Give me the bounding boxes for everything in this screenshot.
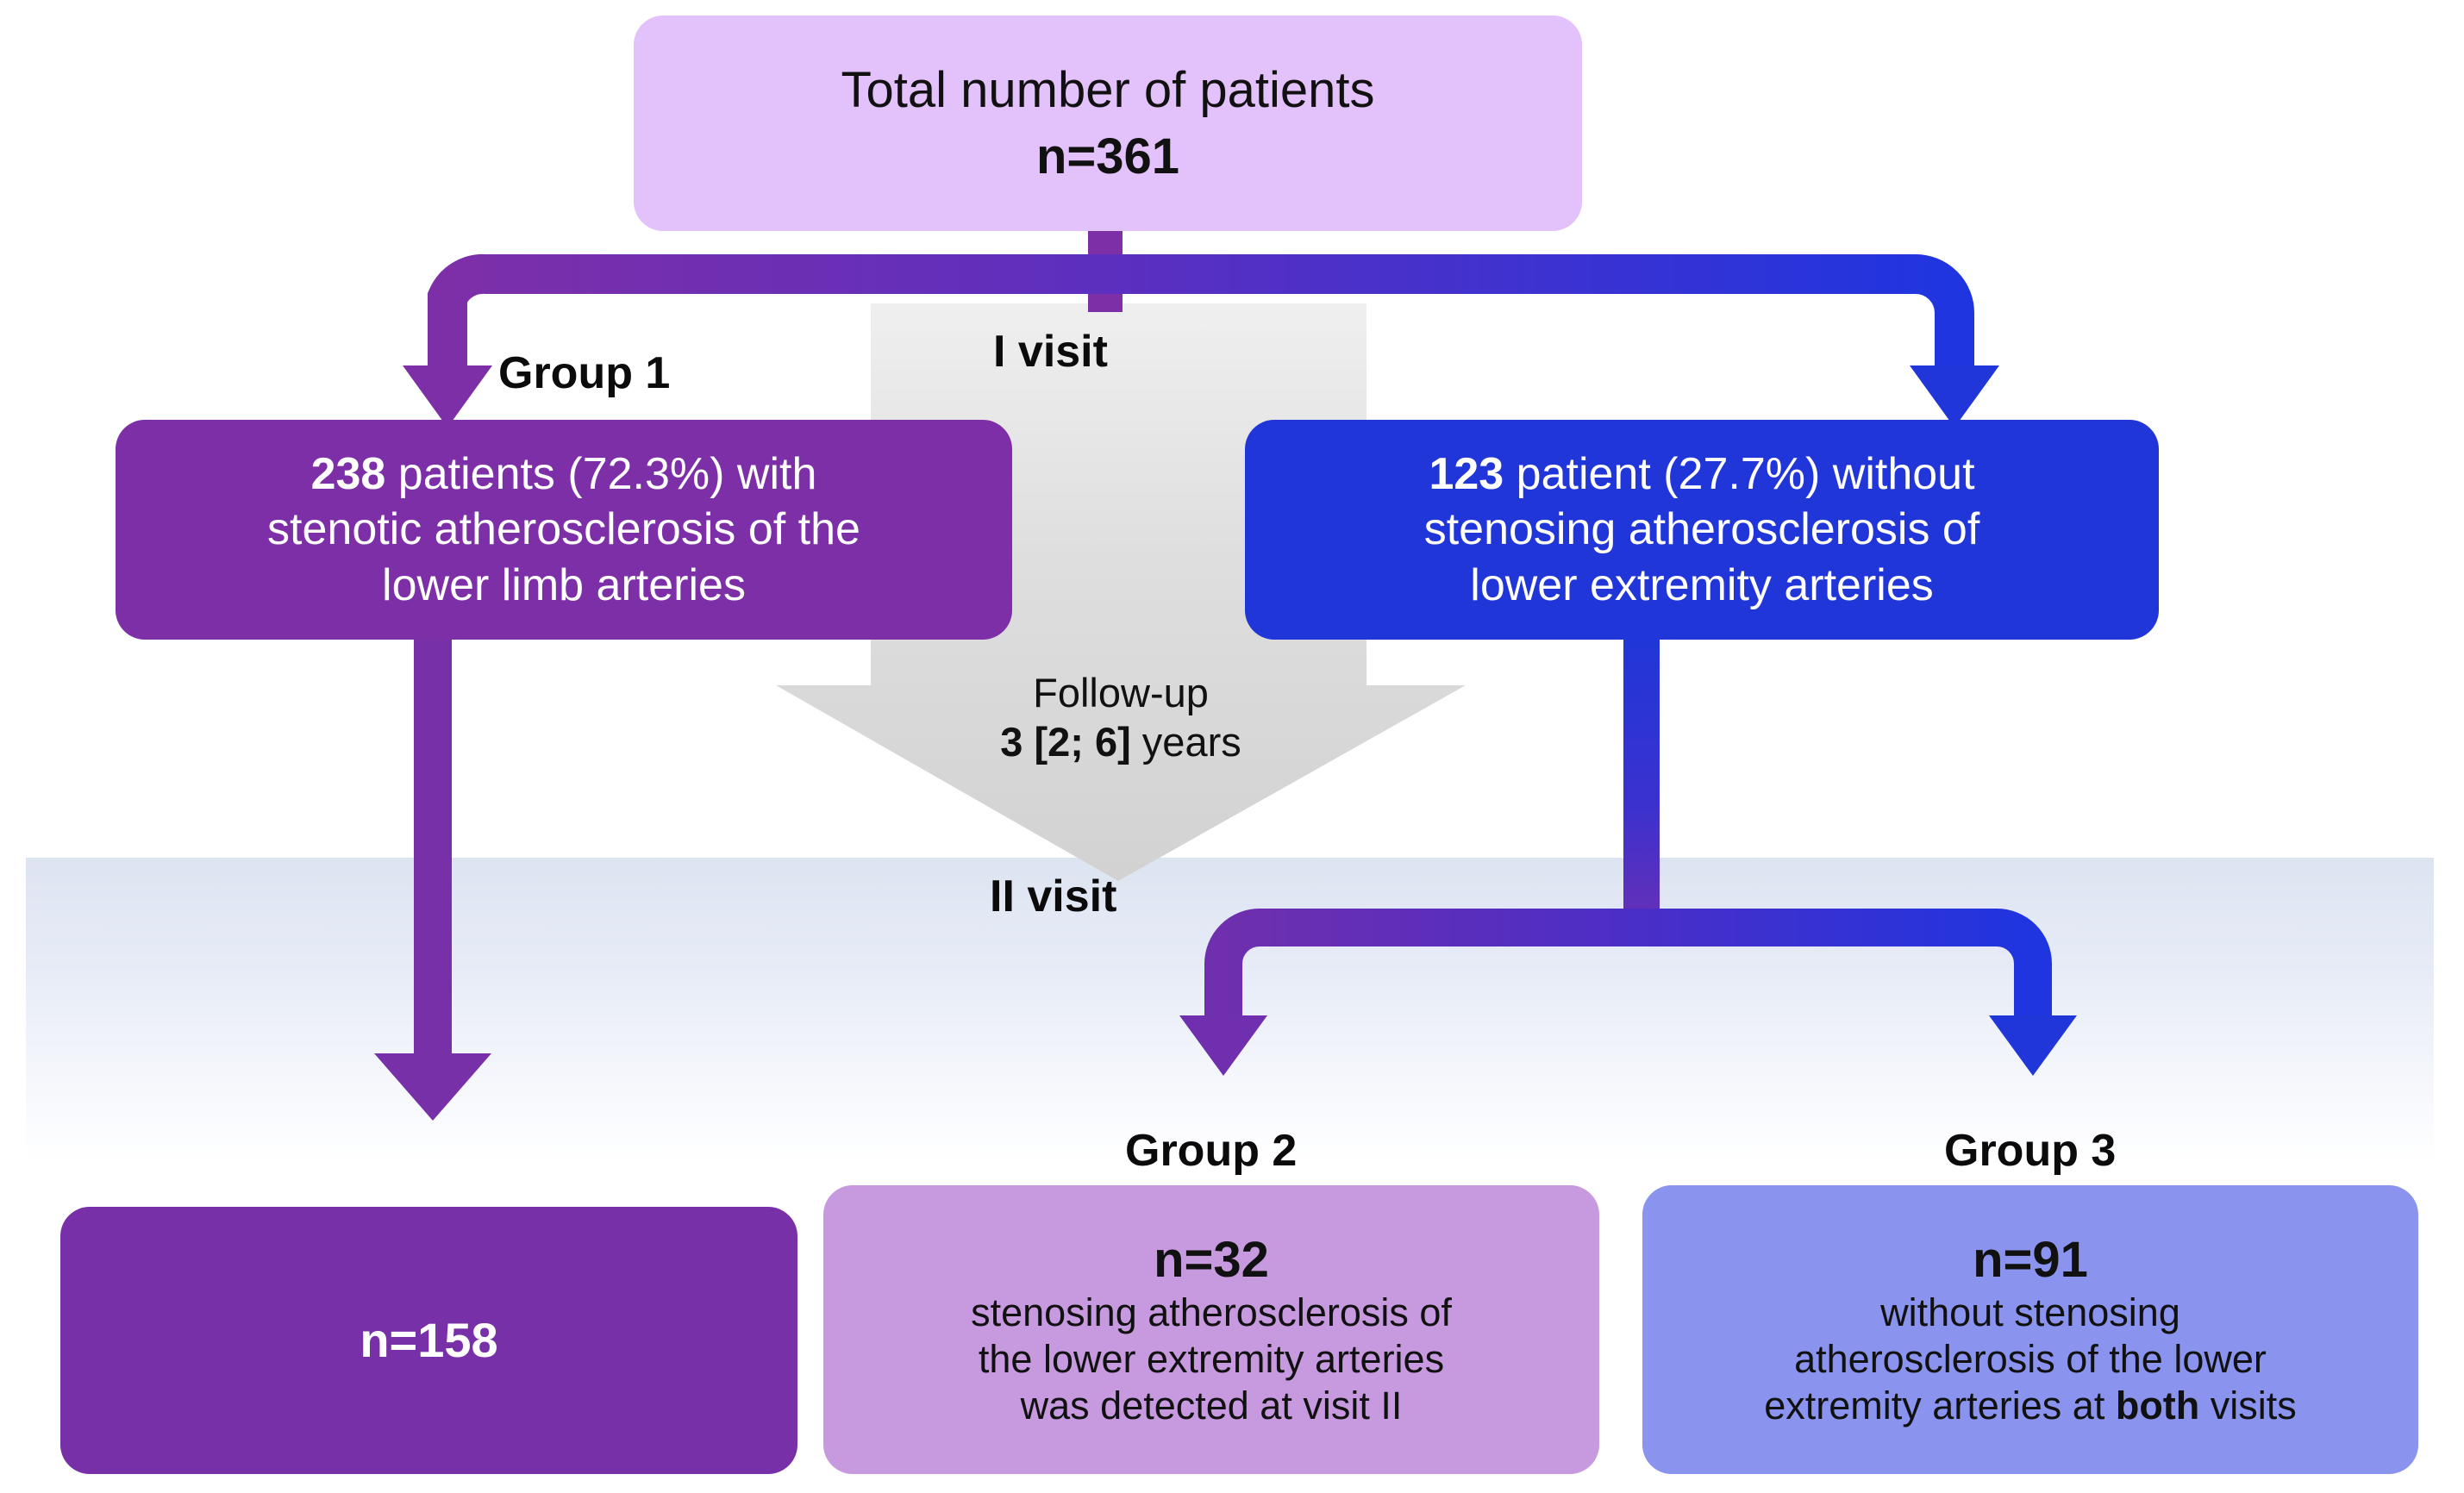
- label-visit-1: I visit: [993, 327, 1108, 377]
- node-total-patients[interactable]: Total number of patients n=361: [634, 16, 1582, 231]
- rightbox-count: 123: [1429, 449, 1504, 500]
- group2-line2: the lower extremity arteries: [978, 1337, 1445, 1382]
- node-group1-stenotic[interactable]: 238 patients (72.3%) with stenotic ather…: [116, 420, 1012, 640]
- group1-line1: 238 patients (72.3%) with: [138, 448, 990, 500]
- followup-unit: years: [1130, 719, 1241, 765]
- n158-value: n=158: [360, 1312, 498, 1367]
- label-group2: Group 2: [1125, 1126, 1298, 1176]
- group1-line3: lower limb arteries: [382, 559, 746, 610]
- followup-line1: Follow-up: [1033, 670, 1209, 715]
- group1-line2: stenotic atherosclerosis of the: [267, 504, 860, 555]
- node-n158[interactable]: n=158: [60, 1207, 797, 1474]
- group2-line1: stenosing atherosclerosis of: [971, 1290, 1452, 1334]
- total-patients-label: Total number of patients: [841, 61, 1375, 118]
- rightbox-line1: 123 patient (27.7%) without: [1267, 448, 2136, 500]
- label-group3: Group 3: [1944, 1126, 2117, 1176]
- node-no-stenosis-baseline[interactable]: 123 patient (27.7%) without stenosing at…: [1245, 420, 2159, 640]
- line-rightbox-to-split2: [1623, 640, 1660, 934]
- followup-value: 3 [2; 6]: [1000, 719, 1131, 765]
- label-group1: Group 1: [498, 348, 671, 398]
- rightbox-line3: lower extremity arteries: [1470, 559, 1934, 610]
- group3-line3-a: extremity arteries at: [1764, 1384, 2116, 1428]
- node-group2[interactable]: n=32 stenosing atherosclerosis of the lo…: [823, 1185, 1599, 1474]
- group3-n: n=91: [1973, 1231, 2088, 1288]
- arrow-group1-to-n158: [374, 640, 491, 1121]
- group2-n: n=32: [1154, 1231, 1269, 1288]
- label-visit-2: II visit: [990, 871, 1117, 921]
- followup-duration-text: Follow-up 3 [2; 6] years: [862, 668, 1379, 767]
- group3-line1: without stenosing: [1880, 1290, 2180, 1334]
- group1-count: 238: [310, 449, 386, 500]
- followup-line2: 3 [2; 6] years: [862, 717, 1379, 766]
- group3-line2: atherosclerosis of the lower: [1794, 1337, 2267, 1382]
- total-patients-count: n=361: [1035, 128, 1180, 184]
- group2-line3: was detected at visit II: [1020, 1384, 1403, 1428]
- group3-line3-c: visits: [2199, 1384, 2297, 1428]
- rightbox-line1-rest: patient (27.7%) without: [1504, 449, 1975, 500]
- split-connector-visit2: [1179, 909, 2077, 1076]
- rightbox-line2: stenosing atherosclerosis of: [1423, 504, 1980, 555]
- group3-line3-both: both: [2115, 1384, 2200, 1428]
- split-connector-visit1: [403, 253, 1999, 428]
- group1-line1-rest: patients (72.3%) with: [385, 449, 817, 500]
- group3-line3: extremity arteries at both visits: [1665, 1384, 2396, 1428]
- node-group3[interactable]: n=91 without stenosing atherosclerosis o…: [1642, 1185, 2418, 1474]
